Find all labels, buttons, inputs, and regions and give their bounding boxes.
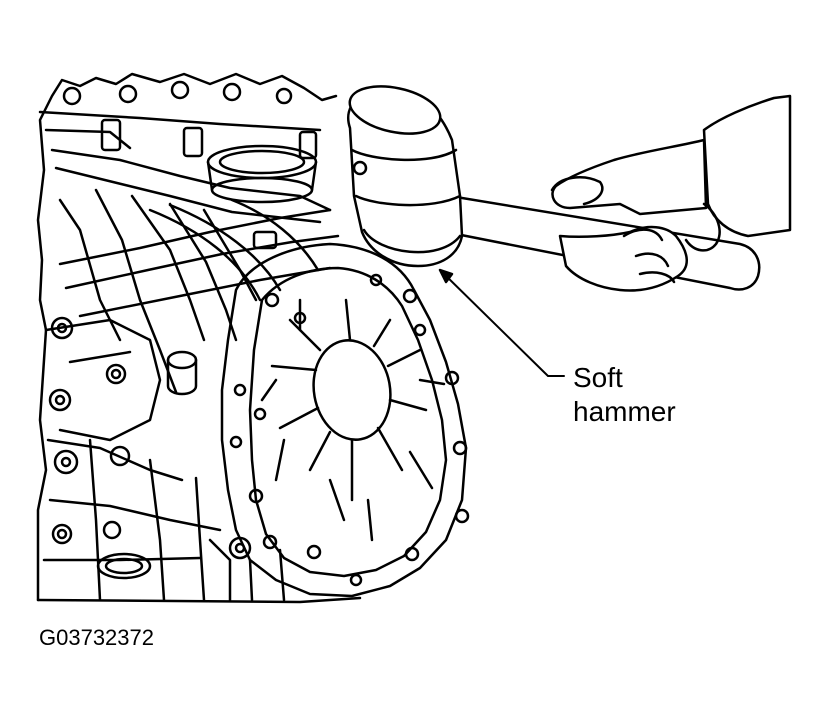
callout-label-line1: Soft bbox=[573, 362, 623, 393]
hand-and-sleeve bbox=[550, 94, 792, 292]
callout-label-line2: hammer bbox=[573, 396, 676, 427]
callout-leader bbox=[438, 268, 565, 377]
engine-block bbox=[36, 72, 362, 604]
rear-cover-plate bbox=[220, 242, 470, 598]
figure-code: G03732372 bbox=[39, 625, 154, 650]
